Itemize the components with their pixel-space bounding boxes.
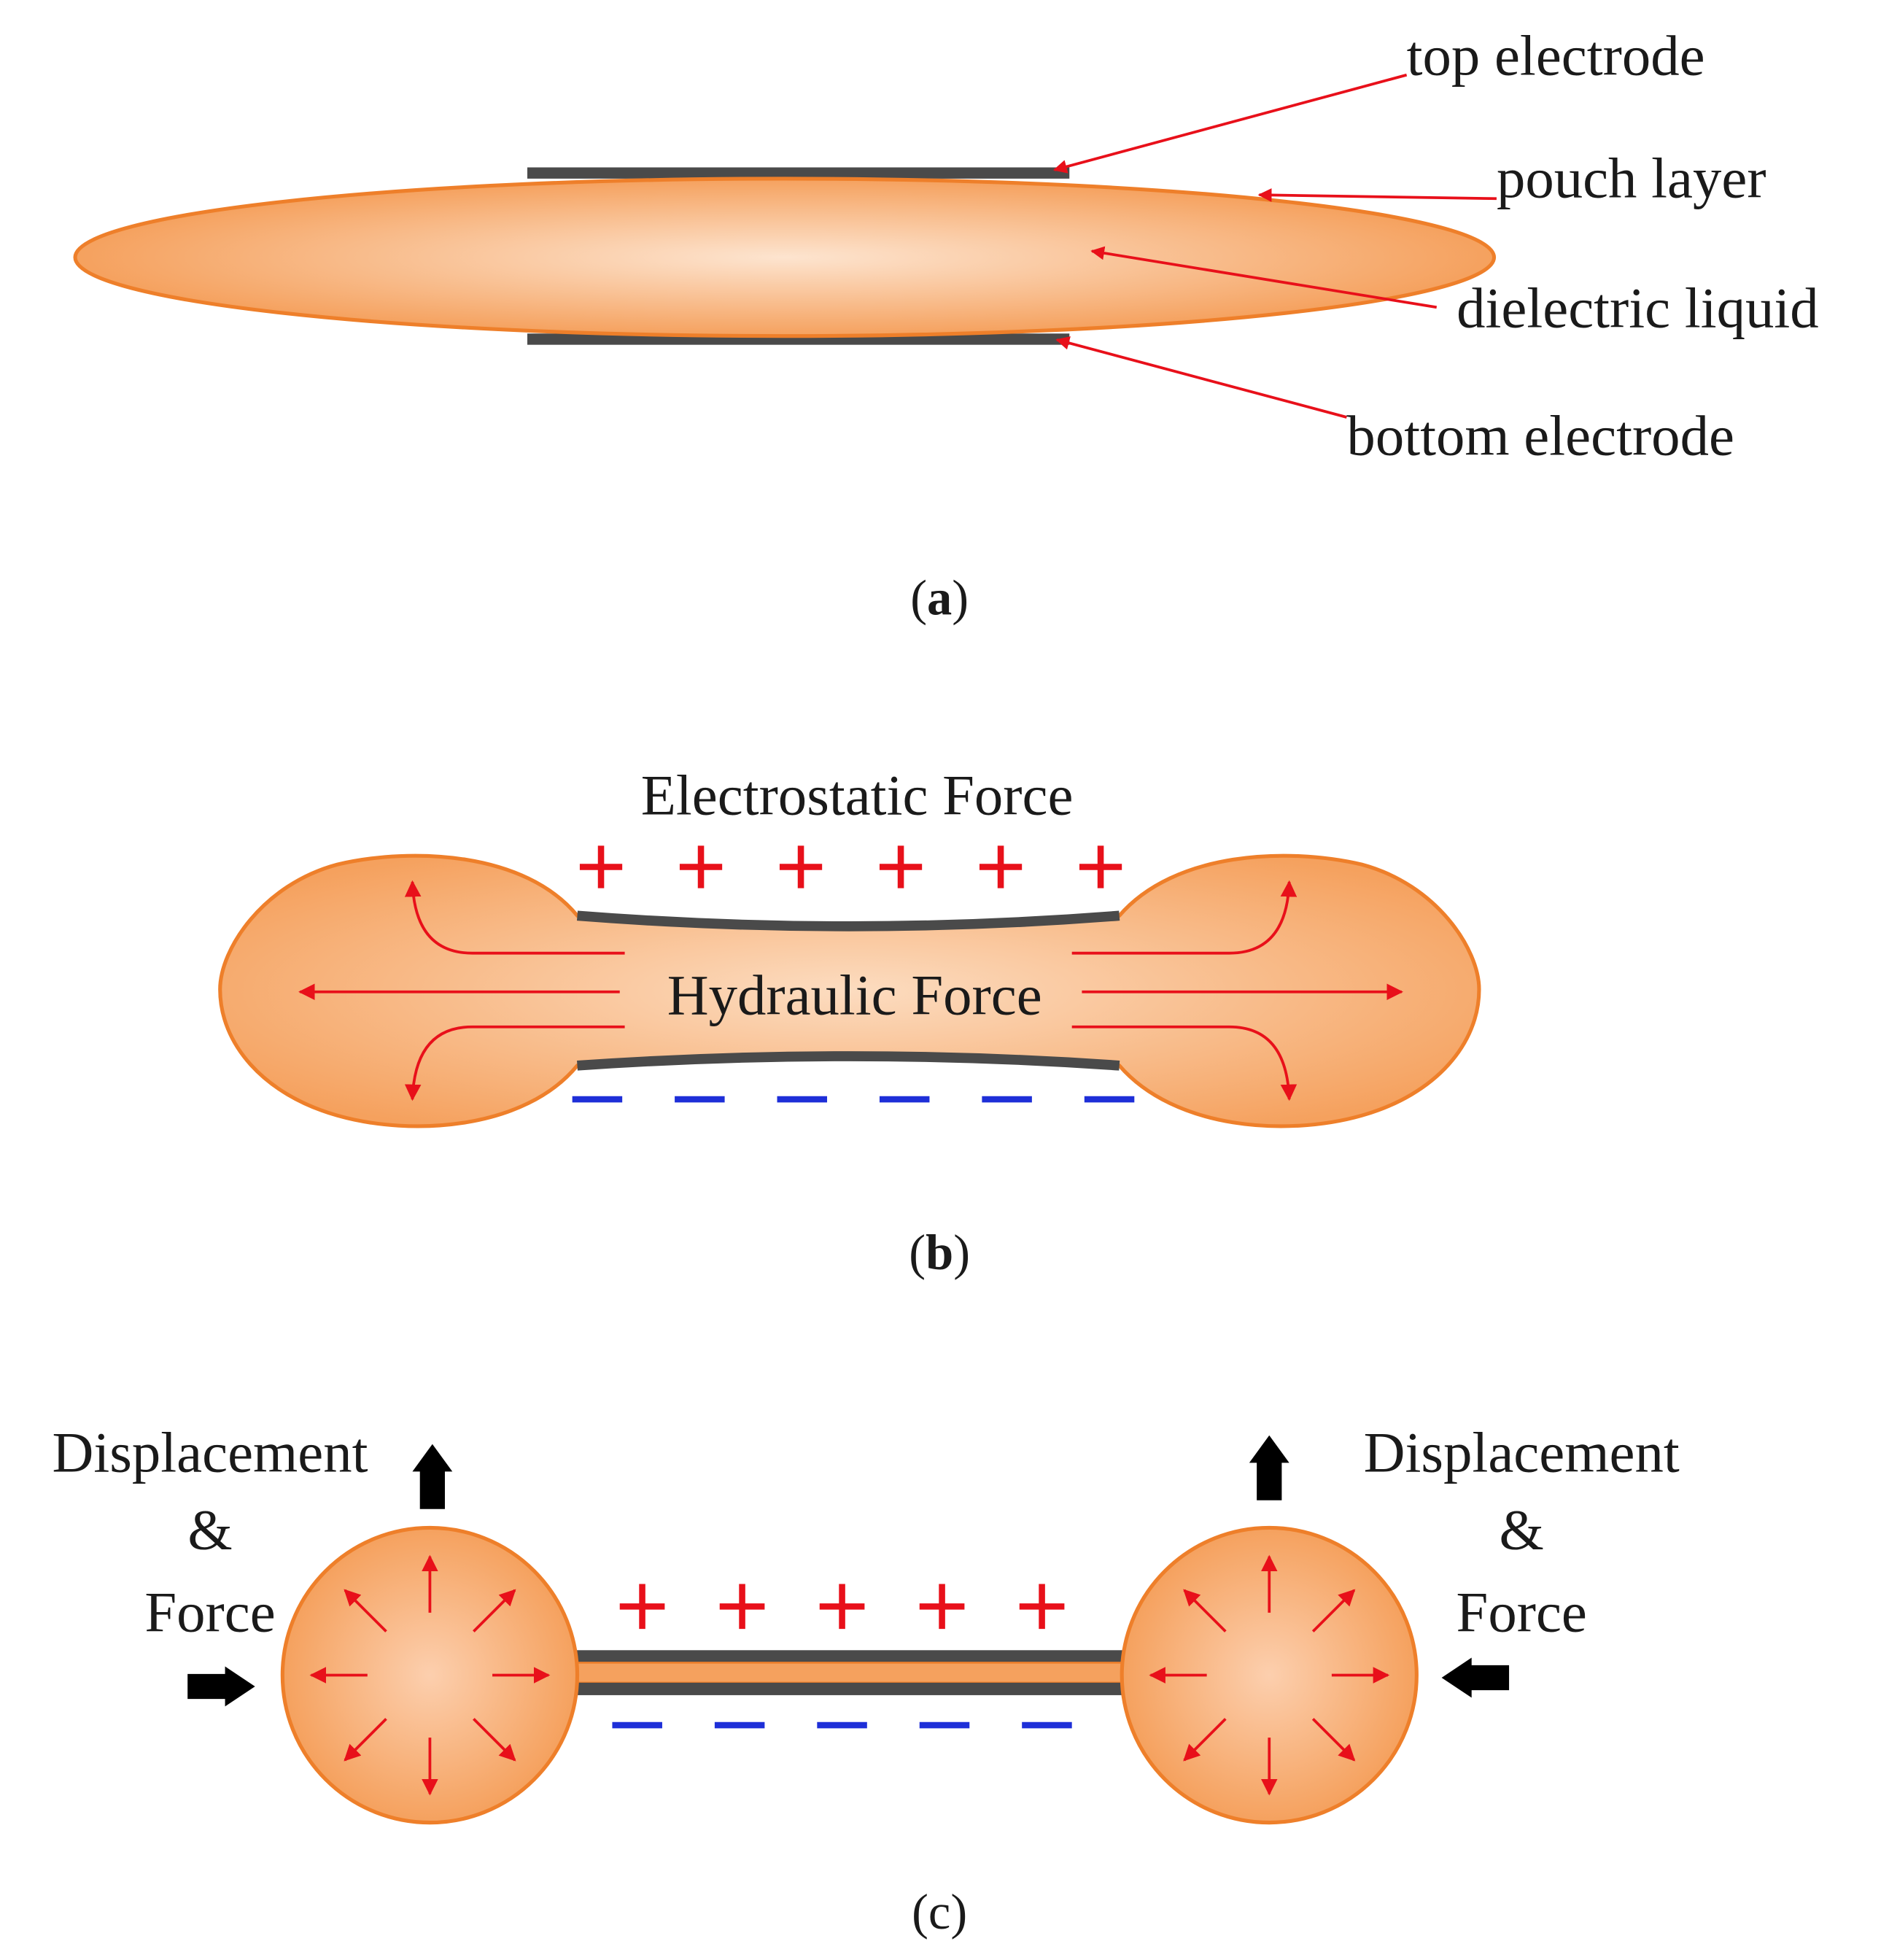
hydraulic-force-label: Hydraulic Force bbox=[667, 964, 1042, 1028]
dielectric-liquid-pointer bbox=[1090, 246, 1438, 309]
positive-charges-c bbox=[619, 1584, 1065, 1630]
plus-sign bbox=[1019, 1584, 1065, 1630]
force-arrow-left bbox=[187, 1666, 255, 1707]
plus-sign bbox=[1079, 845, 1122, 888]
plus-sign bbox=[779, 845, 823, 888]
radial-pressure-arrows-right bbox=[1149, 1554, 1390, 1796]
displacement-up-arrow-right bbox=[1249, 1435, 1289, 1500]
plus-sign bbox=[879, 845, 923, 888]
plus-sign bbox=[919, 1584, 965, 1630]
bottom-electrode-curved bbox=[577, 1051, 1120, 1071]
pouch-layer-pointer bbox=[1257, 188, 1497, 202]
plus-sign bbox=[679, 845, 723, 888]
radial-pressure-arrows-left bbox=[309, 1554, 551, 1796]
top-electrode-flat bbox=[575, 1650, 1125, 1663]
panel-c: Displacement & Force Displacement & Forc… bbox=[52, 1421, 1679, 1940]
displacement-force-label-right-1: Displacement bbox=[1364, 1421, 1680, 1484]
flow-arrow-right-up bbox=[1071, 880, 1298, 955]
top-electrode-curved bbox=[576, 910, 1120, 931]
pouch-layer-label: pouch layer bbox=[1497, 147, 1766, 211]
displacement-force-label-right-2: & bbox=[1500, 1499, 1544, 1562]
plus-sign bbox=[579, 845, 623, 888]
pouch-body bbox=[73, 177, 1497, 338]
plus-sign bbox=[819, 1584, 865, 1630]
flow-arrow-right-down bbox=[1071, 1025, 1298, 1101]
caption-c: (c) bbox=[912, 1884, 967, 1940]
dielectric-liquid-label: dielectric liquid bbox=[1456, 277, 1818, 341]
displacement-force-label-left-3: Force bbox=[144, 1581, 275, 1645]
plus-sign bbox=[979, 845, 1023, 888]
displacement-force-label-right-3: Force bbox=[1456, 1581, 1587, 1645]
flow-arrow-left-up bbox=[404, 880, 625, 955]
flow-arrow-left-down bbox=[404, 1025, 625, 1101]
bottom-electrode-pointer bbox=[1055, 336, 1347, 419]
bottom-electrode-label: bottom electrode bbox=[1346, 404, 1734, 468]
displacement-force-label-left-2: & bbox=[187, 1499, 232, 1562]
caption-a: (a) bbox=[910, 570, 969, 626]
pouch-layer-flat bbox=[573, 1662, 1125, 1684]
force-arrow-right bbox=[1441, 1657, 1510, 1698]
electrostatic-force-label: Electrostatic Force bbox=[641, 764, 1074, 828]
top-electrode-pointer bbox=[1052, 73, 1408, 174]
displacement-force-label-left-1: Displacement bbox=[52, 1421, 368, 1484]
bottom-electrode-flat bbox=[575, 1682, 1125, 1695]
plus-sign bbox=[719, 1584, 765, 1630]
displacement-up-arrow-left bbox=[412, 1444, 453, 1509]
top-electrode bbox=[527, 167, 1070, 179]
plus-sign bbox=[619, 1584, 665, 1630]
positive-charges-b bbox=[579, 845, 1122, 888]
hydraulic-flow-arrows bbox=[298, 880, 1404, 1101]
panel-b: Electrostatic Force Hydraulic Force bbox=[218, 764, 1481, 1280]
panel-a: top electrode pouch layer dielectric liq… bbox=[73, 25, 1819, 626]
top-electrode-label: top electrode bbox=[1407, 25, 1705, 88]
caption-b: (b) bbox=[909, 1225, 970, 1280]
